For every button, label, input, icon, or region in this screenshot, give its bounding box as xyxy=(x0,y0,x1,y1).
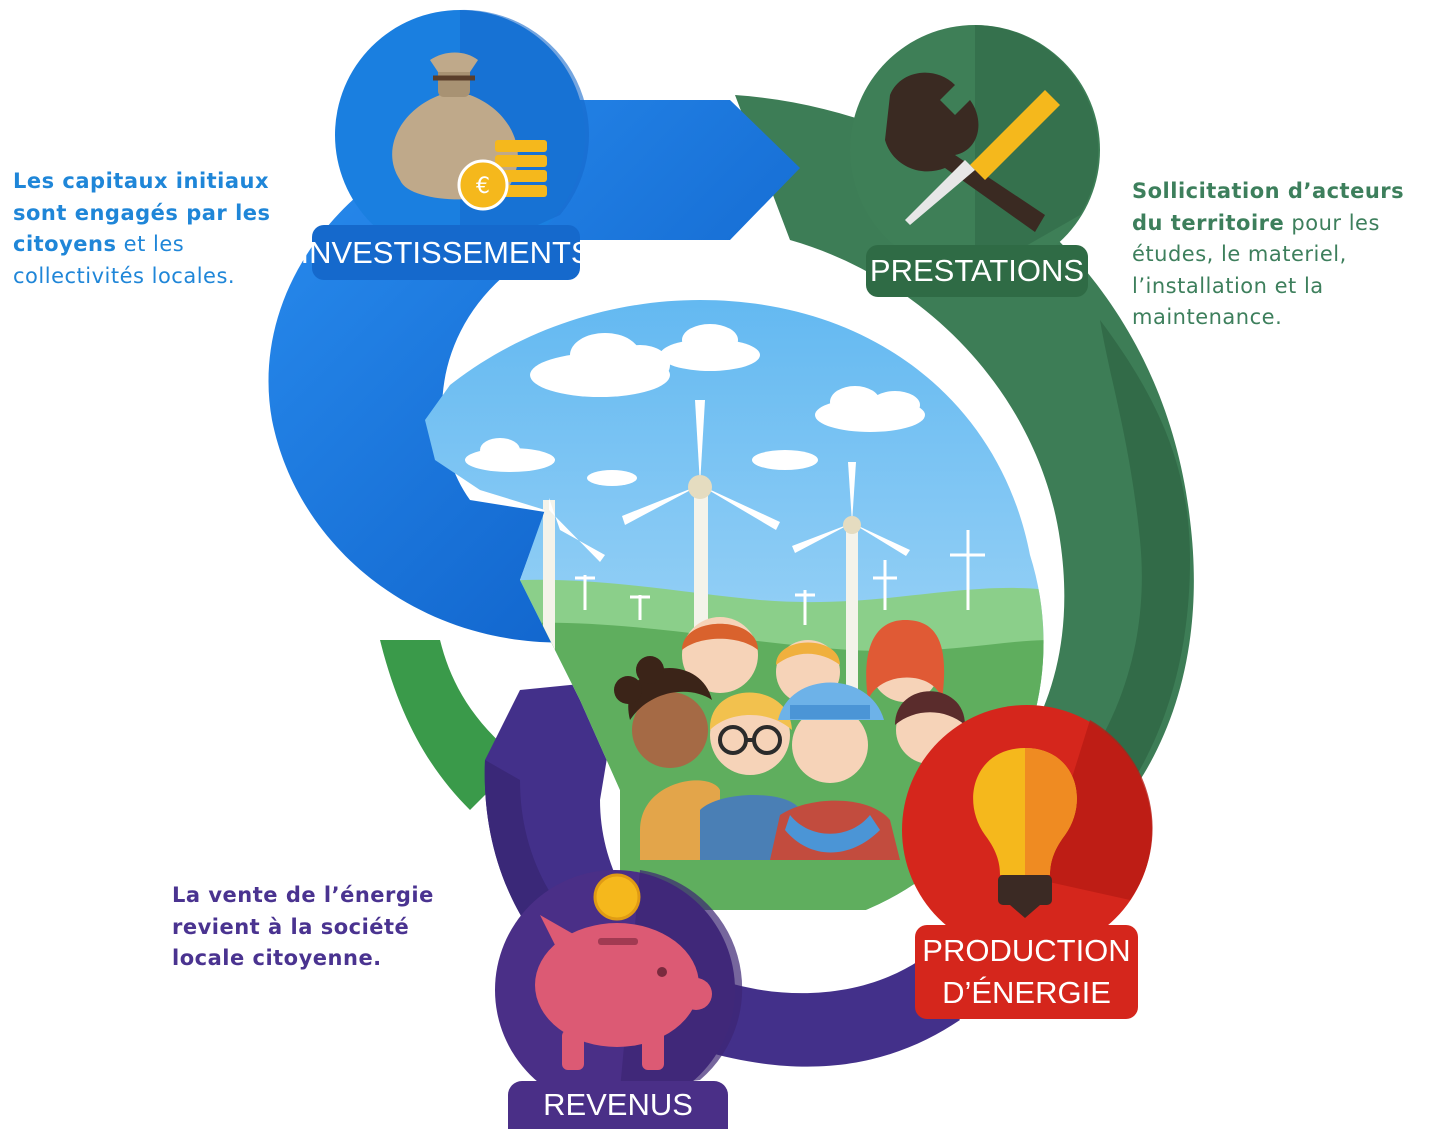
production-label: PRODUCTION D’ÉNERGIE xyxy=(915,925,1138,1019)
production-node xyxy=(902,705,1153,955)
investissements-node: € xyxy=(335,9,590,260)
wrench-screwdriver-icon xyxy=(885,72,1060,232)
wind-turbine-icon xyxy=(792,462,910,695)
investissements-note: Les capitaux initiaux sont engagés par l… xyxy=(13,166,313,292)
revenus-label: REVENUS xyxy=(508,1081,728,1129)
prestations-note: Sollicitation d’acteurs du territoire po… xyxy=(1132,176,1429,334)
green-cycle-arc-shade xyxy=(1040,320,1190,860)
revenus-node xyxy=(495,870,743,1110)
prestations-label: PRESTATIONS xyxy=(866,245,1088,297)
investissements-label-text: INVESTISSEMENTS xyxy=(300,234,592,270)
investissements-note-bold: Les capitaux initiaux sont engagés par l… xyxy=(13,169,271,256)
investissements-note-rest: et les collectivités locales. xyxy=(13,232,236,288)
prestations-label-text: PRESTATIONS xyxy=(869,253,1085,288)
wind-turbine-icon xyxy=(622,400,780,648)
citizens-group xyxy=(614,617,965,860)
svg-text:€: € xyxy=(476,174,490,199)
money-bag-icon: € xyxy=(392,52,547,211)
revenus-label-text: REVENUS xyxy=(543,1087,693,1122)
lightbulb-icon xyxy=(973,748,1077,918)
prestations-note-bold: Sollicitation d’acteurs du territoire xyxy=(1132,179,1405,235)
production-label-line2: D’ÉNERGIE xyxy=(942,975,1111,1010)
revenus-note-bold: La vente de l’énergie revient à la socié… xyxy=(172,883,434,970)
piggy-bank-icon xyxy=(535,873,712,1070)
investissements-label: INVESTISSEMENTS xyxy=(300,225,592,280)
prestations-node xyxy=(850,25,1100,275)
production-label-line1: PRODUCTION xyxy=(922,933,1131,968)
prestations-note-rest: pour les études, le materiel, l’installa… xyxy=(1132,210,1380,330)
revenus-note: La vente de l’énergie revient à la socié… xyxy=(172,880,472,975)
